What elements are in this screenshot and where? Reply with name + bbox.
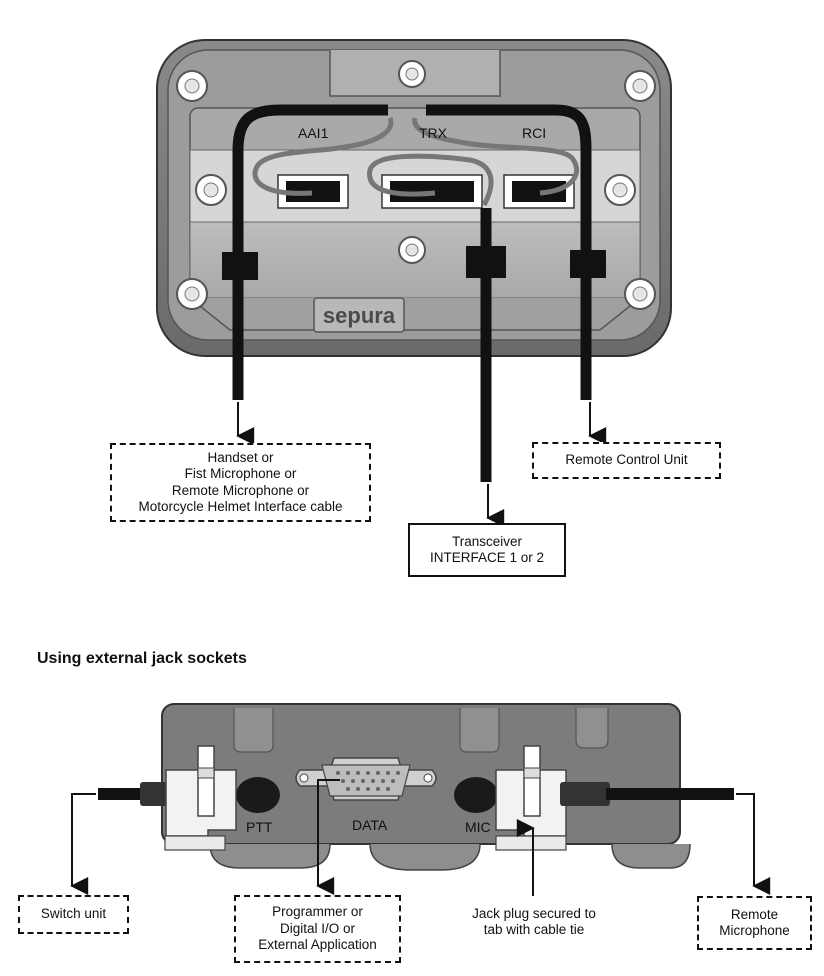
callout-line: External Application — [258, 937, 377, 953]
callout-handset: Handset or Fist Microphone or Remote Mic… — [110, 443, 371, 522]
callout-line: Remote Control Unit — [565, 452, 688, 468]
callout-line: Motorcycle Helmet Interface cable — [138, 499, 343, 514]
screw-icon — [176, 278, 208, 310]
callout-line: Programmer or — [272, 904, 363, 920]
mic-socket — [454, 777, 498, 813]
arrow-to-remote-mic — [736, 793, 771, 895]
callout-switch-unit: Switch unit — [18, 895, 129, 934]
callout-remote-control: Remote Control Unit — [532, 442, 721, 479]
screw-icon — [398, 60, 426, 88]
cable-tie-tab — [495, 745, 567, 837]
callout-programmer: Programmer or Digital I/O or External Ap… — [234, 895, 401, 963]
screw-icon — [624, 70, 656, 102]
arrow-to-switch-unit — [70, 793, 96, 895]
cable-loops — [252, 117, 579, 207]
callout-line: Transceiver — [451, 533, 523, 549]
bottom-unit: PTT DATA MIC — [70, 703, 771, 896]
callout-line: Switch unit — [40, 906, 107, 922]
cable-clamp — [570, 250, 606, 278]
socket-label-ptt: PTT — [246, 819, 273, 835]
socket-label-mic: MIC — [465, 819, 491, 835]
section-heading: Using external jack sockets — [37, 650, 247, 667]
callout-remote-mic: Remote Microphone — [697, 896, 812, 950]
callout-line: INTERFACE 1 or 2 — [429, 550, 545, 565]
port-label-trx: TRX — [419, 125, 448, 141]
port-label-rci: RCI — [522, 125, 546, 141]
ptt-socket — [236, 777, 280, 813]
cable-clamp — [466, 246, 506, 278]
brand-badge — [313, 297, 405, 333]
callout-line: Fist Microphone or — [184, 466, 297, 481]
screw-icon — [176, 70, 208, 102]
socket-label-data: DATA — [352, 817, 388, 833]
callout-line: Digital I/O or — [279, 920, 356, 936]
screw-icon — [195, 174, 227, 206]
remote-mic-cable — [606, 788, 734, 800]
brand-logo: sepura — [323, 303, 396, 328]
callout-line: Remote Microphone or — [171, 482, 310, 498]
callout-transceiver: Transceiver INTERFACE 1 or 2 — [408, 523, 566, 577]
callout-line: Microphone — [719, 923, 790, 938]
screw-icon — [624, 278, 656, 310]
cable-clamp — [222, 252, 258, 280]
port-label-aai1: AAI1 — [298, 125, 329, 141]
callout-line: Remote — [730, 906, 779, 922]
screw-icon — [604, 174, 636, 206]
callout-line: Handset or — [207, 449, 274, 465]
callout-line: Jack plug secured to — [472, 905, 596, 921]
screw-icon — [398, 236, 426, 264]
top-unit: sepura AAI1 TRX RCI — [156, 39, 672, 527]
callout-line: tab with cable tie — [483, 922, 585, 937]
arrow-to-programmer — [316, 779, 340, 895]
data-connector — [295, 757, 437, 801]
callout-jack-plug: Jack plug secured to tab with cable tie — [455, 903, 613, 941]
